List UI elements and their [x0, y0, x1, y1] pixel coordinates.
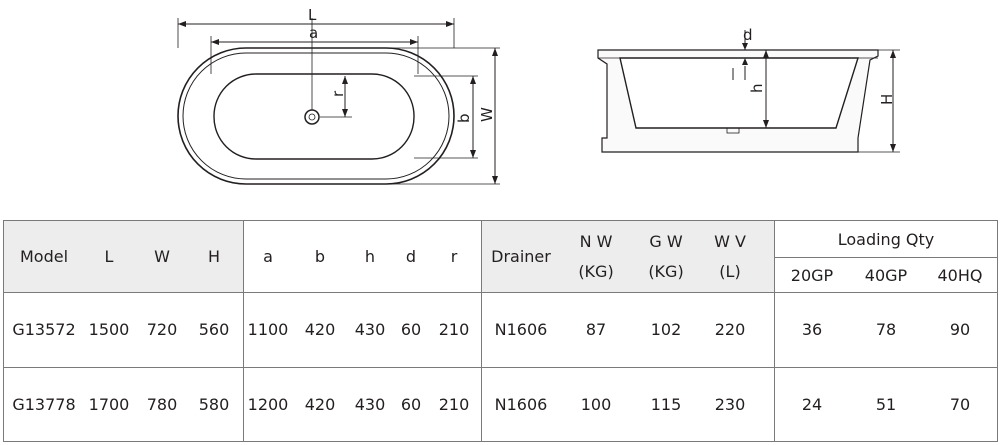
tub-rim-inner-line [182, 52, 450, 180]
cell-b: 420 [304, 394, 336, 414]
header-b: b [314, 247, 326, 267]
cell-a: 1100 [247, 320, 289, 340]
drain-icon [304, 109, 320, 125]
cell-gw: 102 [650, 320, 682, 340]
tub-basin [213, 73, 415, 160]
cell-drainer: N1606 [494, 394, 548, 414]
cell-nw: 100 [580, 394, 612, 414]
cell-h: 430 [354, 394, 386, 414]
header-h: h [364, 247, 376, 267]
specification-table: Model L W H a b h d r Drainer N W(KG) [3, 219, 998, 443]
cell-nw: 87 [585, 320, 607, 340]
header-wv: W V(L) [714, 231, 746, 281]
dim-label-b: b [455, 113, 473, 123]
row-2-loading: 24 51 70 [774, 366, 998, 443]
row-2-basic: G13778 1700 780 580 [3, 366, 244, 443]
cell-d: 60 [400, 320, 422, 340]
header-W: W [154, 247, 170, 267]
header-model: Model [19, 247, 69, 267]
header-r: r [450, 247, 458, 267]
header-containers: 20GP 40GP 40HQ [774, 257, 998, 294]
header-loading-qty: Loading Qty [774, 219, 998, 259]
cell-drainer: N1606 [494, 320, 548, 340]
side-view [597, 30, 900, 153]
dim-label-r: r [329, 90, 347, 97]
cell-wv: 220 [714, 320, 746, 340]
header-group-drainer-weights: Drainer N W(KG) G W(KG) W V(L) [481, 219, 775, 294]
cell-r: 210 [438, 320, 470, 340]
header-a: a [263, 247, 273, 267]
cell-W: 720 [146, 320, 178, 340]
row-1-loading: 36 78 90 [774, 292, 998, 368]
cell-40hq: 70 [949, 394, 971, 414]
header-H: H [207, 247, 221, 267]
row-1-basic: G13572 1500 720 560 [3, 292, 244, 368]
cell-L: 1500 [88, 320, 130, 340]
row-2-dimensions: 1200 420 430 60 210 [243, 366, 482, 443]
header-group-dimensions: a b h d r [243, 219, 482, 294]
header-group-basic: Model L W H [3, 219, 244, 294]
tub-inner-basin [619, 57, 859, 129]
header-d: d [405, 247, 417, 267]
cell-b: 420 [304, 320, 336, 340]
cell-W: 780 [146, 394, 178, 414]
cell-40gp: 78 [875, 320, 897, 340]
tub-outer-rim [177, 47, 455, 185]
cell-H: 580 [198, 394, 230, 414]
cell-r: 210 [438, 394, 470, 414]
table-header-row: Model L W H a b h d r Drainer N W(KG) [3, 219, 998, 294]
cell-20gp: 36 [801, 320, 823, 340]
dim-label-W: W [478, 107, 496, 122]
cell-40hq: 90 [949, 320, 971, 340]
dim-label-H: H [878, 94, 896, 105]
cell-gw: 115 [650, 394, 682, 414]
table-row: G13572 1500 720 560 1100 420 430 60 210 … [3, 292, 998, 368]
table-subheader-row: 20GP 40GP 40HQ [4, 257, 998, 294]
cell-H: 560 [198, 320, 230, 340]
cell-L: 1700 [88, 394, 130, 414]
row-2-drainer-weights: N1606 100 115 230 [481, 366, 775, 443]
table-row: G13778 1700 780 580 1200 420 430 60 210 … [3, 366, 998, 443]
dim-label-h: h [748, 83, 766, 93]
dim-label-L: L [308, 6, 317, 24]
header-drainer: Drainer [491, 247, 551, 267]
cell-model: G13572 [12, 320, 76, 340]
header-L: L [104, 247, 114, 267]
top-view [177, 18, 500, 185]
cell-h: 430 [354, 320, 386, 340]
cell-20gp: 24 [801, 394, 823, 414]
cell-model: G13778 [12, 394, 76, 414]
header-20gp: 20GP [790, 265, 834, 285]
cell-a: 1200 [247, 394, 289, 414]
cell-40gp: 51 [875, 394, 897, 414]
row-1-dimensions: 1100 420 430 60 210 [243, 292, 482, 368]
dim-label-d: d [743, 26, 753, 44]
cell-wv: 230 [714, 394, 746, 414]
cell-d: 60 [400, 394, 422, 414]
header-40gp: 40GP [864, 265, 908, 285]
bathtub-technical-drawing: L a r b W d h H [177, 6, 900, 185]
header-40hq: 40HQ [937, 265, 983, 285]
row-1-drainer-weights: N1606 87 102 220 [481, 292, 775, 368]
header-gw: G W(KG) [648, 231, 684, 281]
header-nw: N W(KG) [578, 231, 614, 281]
dim-label-a: a [309, 24, 318, 42]
